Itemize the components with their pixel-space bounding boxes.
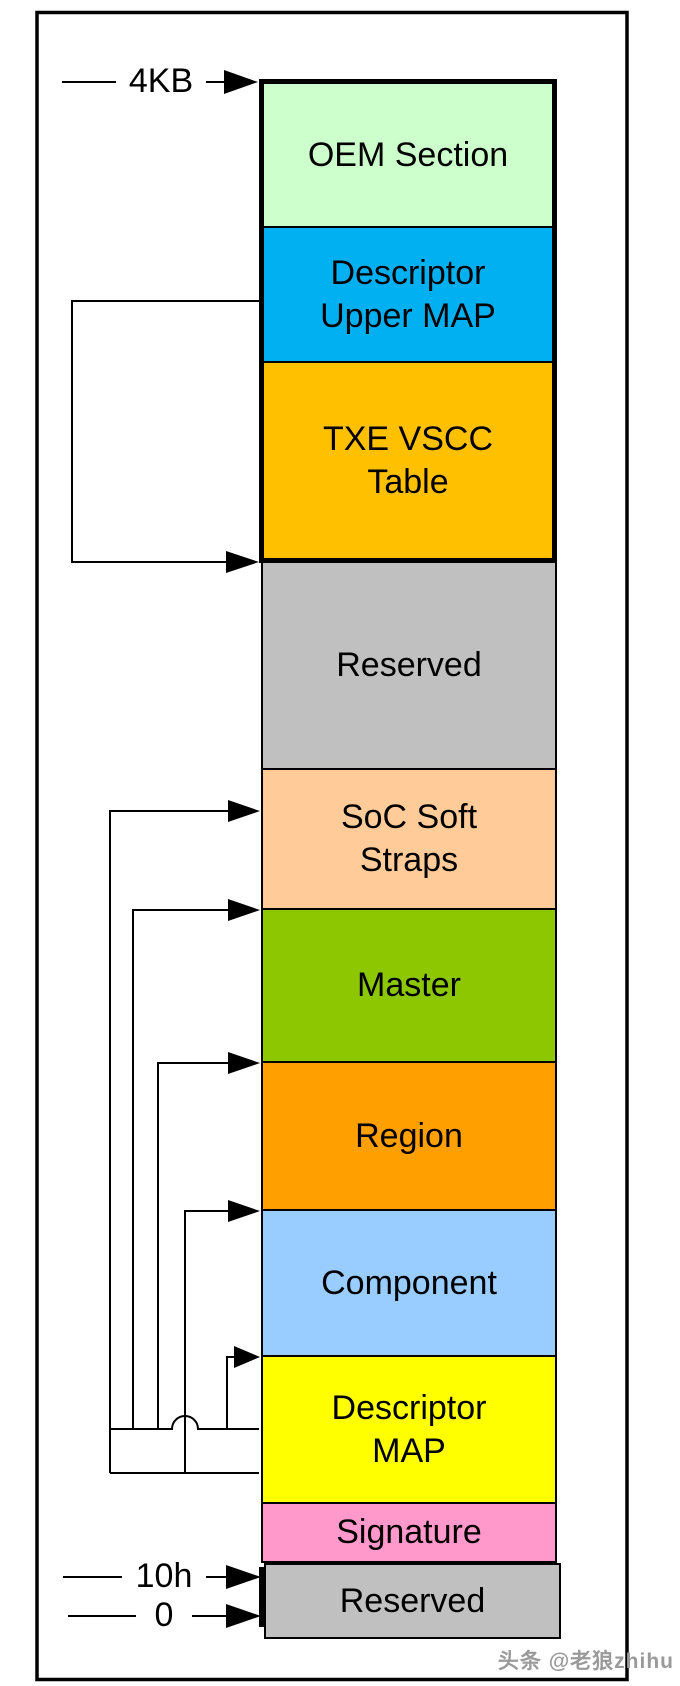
connector-descriptor-map-top [226, 1356, 236, 1429]
offset-label-10h: 10h [122, 1556, 206, 1596]
offset-label-4kb: 4KB [116, 61, 206, 101]
arrowhead-region-icon [228, 1052, 260, 1074]
arrowhead-component-icon [228, 1200, 260, 1222]
section-oem: OEM Section [264, 84, 552, 228]
section-reserved-bottom: Reserved [264, 1563, 561, 1639]
section-soc-soft-straps-label: SoC Soft Straps [340, 798, 478, 879]
section-region-label: Region [355, 1116, 463, 1155]
section-descriptor-upper-map: Descriptor Upper MAP [264, 228, 552, 363]
connector-master [132, 909, 228, 1429]
descriptor-upper-region-box: OEM Section Descriptor Upper MAP TXE VSC… [259, 79, 557, 563]
connector-soc-soft-straps [109, 810, 228, 1473]
section-txe-vscc-table-label: TXE VSCC Table [322, 419, 494, 501]
arrowhead-master-icon [228, 899, 260, 921]
arrowhead-0-icon [226, 1604, 261, 1628]
section-region: Region [261, 1063, 557, 1211]
section-component: Component [261, 1211, 557, 1357]
section-descriptor-map: Descriptor MAP [261, 1357, 557, 1504]
connector-component [184, 1210, 228, 1473]
section-txe-vscc-table: TXE VSCC Table [264, 363, 552, 558]
section-oem-label: OEM Section [307, 135, 509, 174]
arrowhead-10h-icon [226, 1565, 261, 1589]
arrowhead-4kb-icon [224, 70, 258, 94]
section-master-label: Master [357, 966, 461, 1004]
section-reserved-upper-label: Reserved [336, 646, 482, 684]
arrowhead-descriptor-map-icon [234, 1346, 260, 1368]
section-reserved-upper: Reserved [261, 563, 557, 770]
section-soc-soft-straps: SoC Soft Straps [261, 770, 557, 910]
section-signature-label: Signature [336, 1513, 482, 1551]
section-reserved-bottom-label: Reserved [339, 1581, 486, 1620]
section-descriptor-map-label: Descriptor MAP [331, 1388, 487, 1470]
hub-line-upper-with-hop [110, 1415, 259, 1430]
section-component-label: Component [321, 1263, 497, 1302]
section-master: Master [261, 910, 557, 1063]
offset-label-0: 0 [136, 1595, 192, 1635]
section-descriptor-upper-map-label: Descriptor Upper MAP [320, 253, 496, 335]
connector-region [157, 1062, 228, 1429]
arrowhead-soc-soft-straps-icon [228, 800, 260, 822]
watermark: 头条 @老狼zhihu [497, 1650, 674, 1673]
connector-upper-map-to-vscc-end [71, 300, 259, 563]
arrowhead-vscc-end-icon [226, 551, 259, 573]
descriptor-lower-region-column: Reserved SoC Soft Straps Master Region C… [261, 563, 557, 1563]
section-signature: Signature [261, 1504, 557, 1563]
